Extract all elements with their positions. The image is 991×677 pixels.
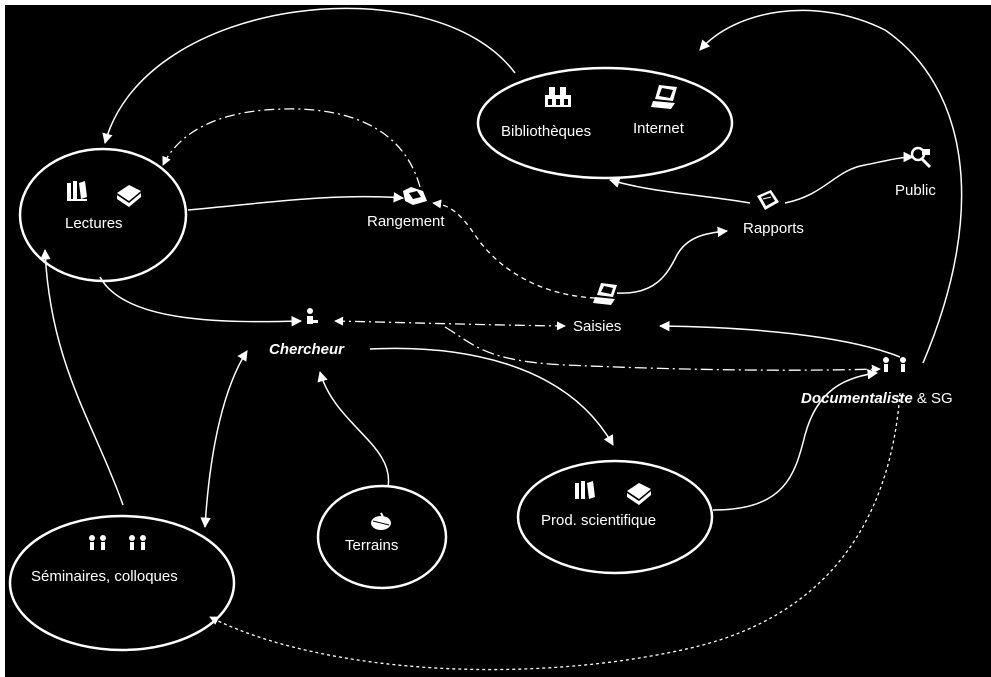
- chercheur-label: Chercheur: [269, 341, 345, 358]
- arrow-seminaires-to-lectures: [40, 248, 124, 506]
- arrow-prod-to-documentaliste: [712, 368, 879, 511]
- public-label: Public: [895, 182, 936, 199]
- arrow-bibliotheques-to-lectures: [102, 7, 516, 145]
- arrow-lectures-to-chercheur: [99, 276, 303, 327]
- document-icon: [757, 190, 779, 210]
- books-icon: [67, 181, 87, 201]
- arrow-documentaliste-to-saisies: [658, 320, 901, 358]
- arrow-saisies-to-rapports: [616, 226, 729, 294]
- arrow-lectures-to-rangement: [187, 192, 405, 211]
- diagram-connections: [8, 7, 963, 671]
- lectures-label: Lectures: [65, 215, 123, 232]
- book-icon: [117, 185, 141, 207]
- rapports-label: Rapports: [743, 220, 804, 237]
- arrow-terrains-to-chercheur: [317, 370, 390, 488]
- arrow-chercheur-seminaires: [200, 350, 248, 529]
- prod-scientifique-label: Prod. scientifique: [541, 512, 657, 529]
- person-icon: [307, 308, 318, 324]
- dashed-saisies-to-rangement: [432, 199, 596, 299]
- bibliotheques-label: Bibliothèques: [501, 123, 592, 140]
- people-icon: [89, 535, 106, 550]
- computer-icon: [593, 283, 617, 305]
- computer-icon: [651, 85, 677, 109]
- dashed-rangement-to-lectures: [162, 108, 421, 188]
- diagram-canvas: Bibliothèques Internet Public Lectures R…: [5, 5, 991, 677]
- people-icon: [883, 357, 906, 372]
- arrow-rapports-to-bibliotheques: [608, 177, 751, 204]
- people-icon: [129, 535, 146, 550]
- book-icon: [627, 483, 651, 505]
- saisies-label: Saisies: [573, 318, 622, 335]
- seminaires-ellipse: [8, 514, 236, 652]
- dashed-chercheur-to-documentaliste: [444, 326, 881, 374]
- arrow-rapports-to-public: [784, 151, 915, 204]
- terrains-label: Terrains: [345, 537, 399, 554]
- arrow-chercheur-to-prod: [369, 347, 614, 446]
- prod-scientifique-ellipse: [516, 459, 714, 575]
- internet-label: Internet: [633, 120, 684, 137]
- library-icon: [545, 87, 571, 107]
- magnifier-person-icon: [910, 146, 932, 169]
- rangement-label: Rangement: [367, 213, 445, 230]
- terrains-ellipse: [316, 484, 448, 590]
- dashed-documentaliste-to-seminaires: [209, 392, 901, 671]
- documentaliste-label: Documentaliste & SG: [801, 390, 953, 407]
- folder-icon: [403, 187, 427, 205]
- arrow-documentaliste-to-internet: [699, 9, 963, 364]
- globe-icon: [371, 512, 391, 530]
- documentaliste-suffix: & SG: [916, 390, 953, 407]
- documentaliste-name: Documentaliste: [801, 390, 913, 407]
- bibliotheques-ellipse: [476, 66, 734, 180]
- seminaires-label: Séminaires, colloques: [31, 568, 178, 585]
- books-icon: [575, 481, 595, 499]
- dashed-chercheur-saisies: [334, 316, 566, 331]
